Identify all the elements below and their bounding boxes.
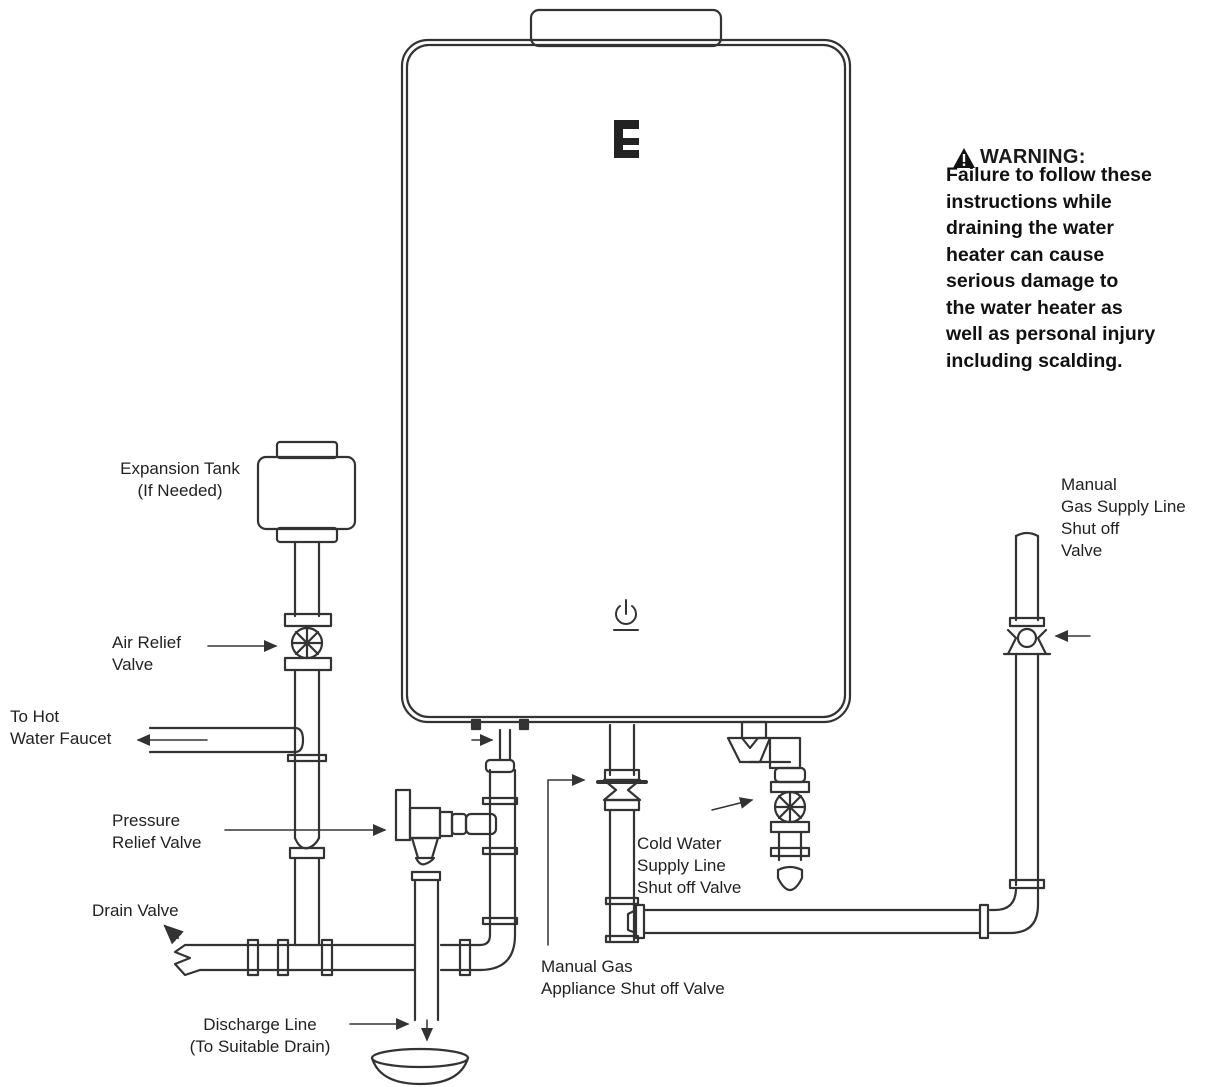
- label-to-hot-water-faucet: To Hot Water Faucet: [10, 707, 112, 748]
- hot-outlet-pipe: [478, 728, 519, 972]
- cold-water-valve-assembly: [726, 720, 811, 892]
- unit-front-panel: [405, 43, 847, 719]
- warning-body: Failure to follow these instructions whi…: [946, 164, 1156, 372]
- label-air-relief-valve: Air Relief Valve: [112, 633, 181, 674]
- air-relief-valve: [283, 626, 333, 672]
- drain-bucket: [370, 1047, 470, 1086]
- pressure-relief-valve: [394, 788, 498, 1022]
- label-pressure-relief-valve: Pressure Relief Valve: [112, 811, 202, 852]
- brand-e-logo-icon: [614, 120, 639, 158]
- label-expansion-tank: Expansion Tank (If Needed): [120, 459, 240, 500]
- warning-title: WARNING:: [952, 146, 1086, 169]
- label-discharge-line: Discharge Line (To Suitable Drain): [189, 1015, 331, 1056]
- label-manual-gas-appliance-valve: Manual Gas Appliance Shut off Valve: [541, 957, 725, 998]
- callout-arrows: [136, 630, 1091, 1042]
- unit-outer-shell: [400, 38, 852, 724]
- water-heater-unit: [400, 8, 852, 724]
- gas-appliance-pipe: [596, 723, 648, 944]
- drain-horizontal-pipe: [198, 938, 482, 977]
- expansion-vertical-pipe: [283, 540, 333, 628]
- hot-water-vertical-pipe: [286, 668, 328, 840]
- hot-water-faucet-pipe: [148, 726, 305, 754]
- gas-supply-pipe: [626, 531, 1052, 940]
- label-cold-water-supply-valve: Cold Water Supply Line Shut off Valve: [637, 834, 742, 897]
- drain-riser-pipe: [288, 836, 326, 947]
- power-icon: [613, 599, 639, 631]
- expansion-tank: [256, 440, 357, 544]
- unit-fitting-right: [518, 718, 530, 731]
- label-manual-gas-supply-valve: Manual Gas Supply Line Shut off Valve: [1061, 475, 1186, 560]
- label-drain-valve: Drain Valve: [92, 901, 179, 920]
- unit-fitting-left: [470, 718, 482, 731]
- warning-triangle-icon: [953, 147, 975, 168]
- drain-valve: [163, 924, 202, 977]
- warning-title-text: WARNING:: [980, 146, 1086, 168]
